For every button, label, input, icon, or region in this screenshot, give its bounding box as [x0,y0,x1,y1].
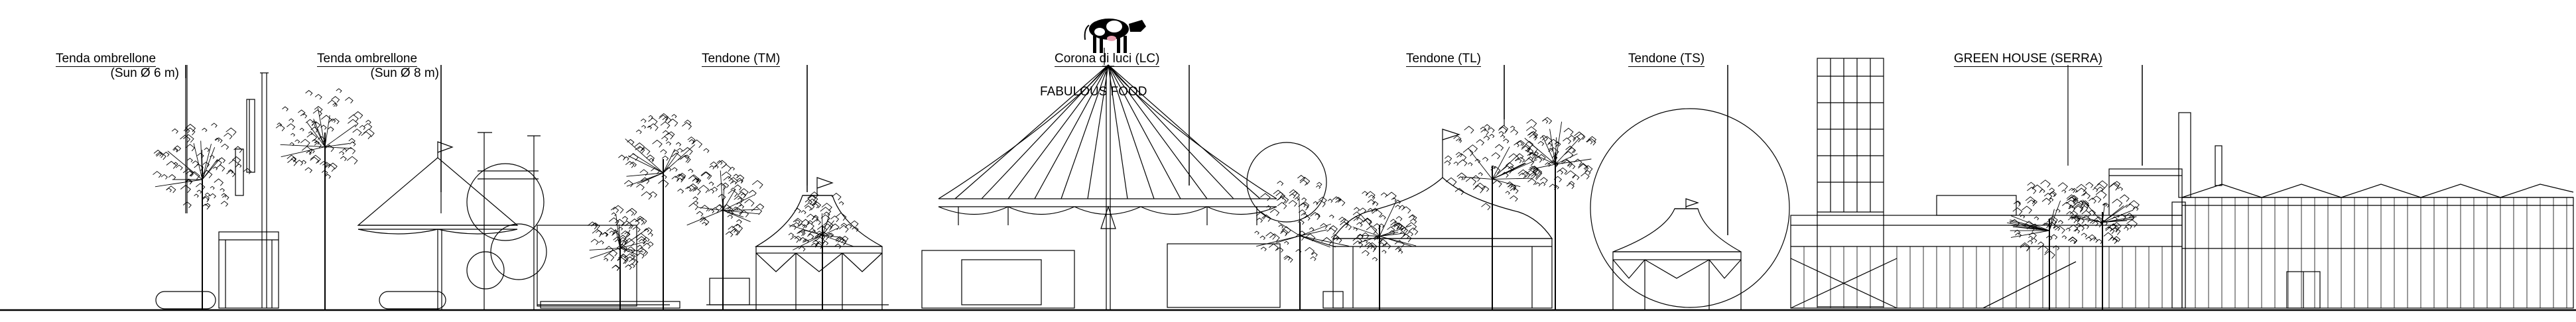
umbrella-sun8 [186,65,547,310]
tree-icon [2007,180,2087,310]
label-sun6-sub: (Sun Ø 6 m) [110,66,179,80]
greenhouse [2171,112,2574,309]
light-crown-lc [921,48,1281,310]
label-ts: Tendone (TS) [1628,52,1705,67]
label-food: FABULOUS FOOD [1040,85,1147,99]
tree-icon [1444,124,1541,310]
label-serra: GREEN HOUSE (SERRA) [1954,52,2102,67]
tower-building [1790,58,2183,309]
label-lc: Corona di luci (LC) [1055,52,1160,67]
tree-icon [1254,175,1350,310]
label-sun8-sub: (Sun Ø 8 m) [370,66,439,80]
tree-icon [618,113,710,310]
leader-lines [185,65,2143,235]
tent-tm [706,65,889,310]
label-tl: Tendone (TL) [1406,52,1482,67]
label-sun8-title: Tenda ombrellone [317,52,418,67]
tree-icon [788,191,859,310]
tree-icon [1340,191,1419,310]
platform-left [537,225,680,309]
tree-icon [275,88,375,310]
label-tm: Tendone (TM) [702,52,781,67]
tree-icon-group [153,88,2140,310]
tent-tl [1246,65,1553,309]
tree-icon [587,205,654,310]
label-sun6-title: Tenda ombrellone [56,52,157,67]
tree-icon [1515,117,1597,310]
tent-ts [1590,108,1790,310]
tree-icon [2066,180,2140,310]
cow-icon [1084,19,1146,53]
umbrella-sun6 [155,65,279,309]
tree-icon [685,160,765,310]
tree-icon [153,123,252,310]
